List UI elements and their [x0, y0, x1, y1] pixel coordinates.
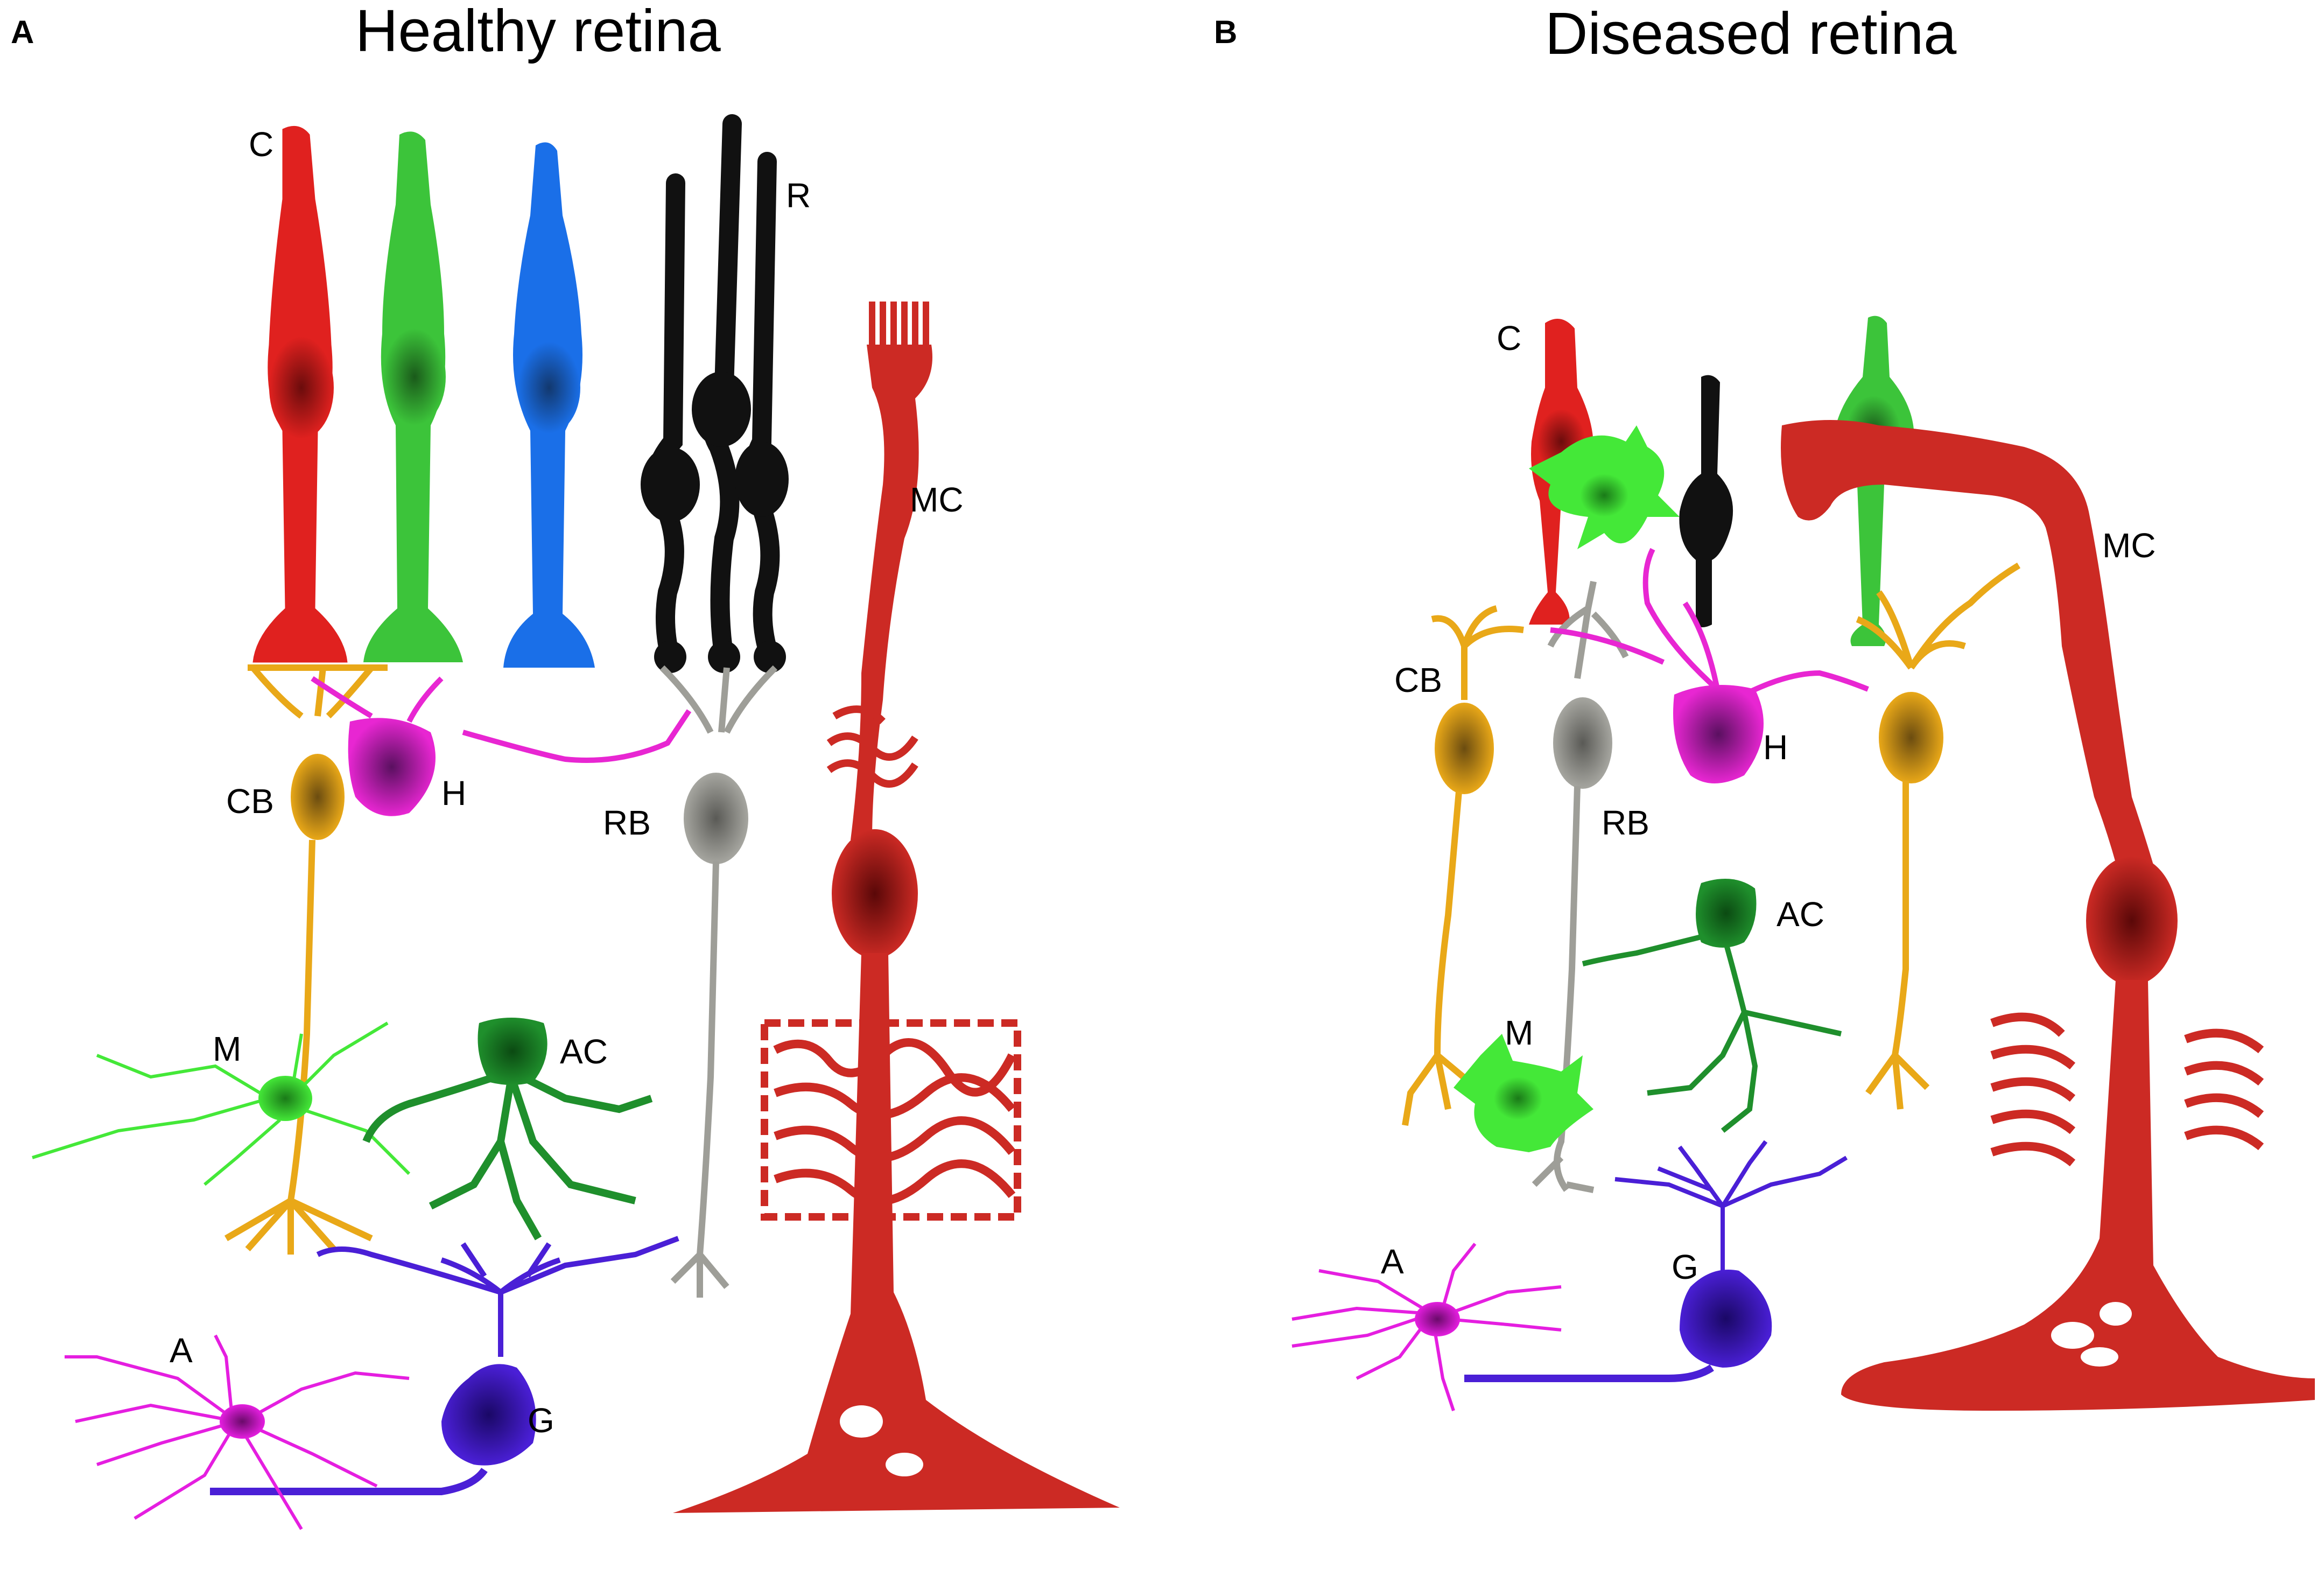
- activated-microglia-cell: [1529, 425, 1680, 549]
- cone-bipolar-cell-left: [1402, 605, 1524, 1126]
- rod-bipolar-cell: [1532, 580, 1629, 1193]
- microglia-cell-lower: [1454, 1034, 1593, 1152]
- label-b-c: C: [1497, 319, 1521, 358]
- label-a-mc: MC: [910, 480, 964, 519]
- rod-cells: [641, 114, 789, 673]
- ganglion-cell: [210, 1236, 679, 1495]
- label-a-c: C: [249, 125, 273, 164]
- rod-bipolar-cell: [659, 665, 778, 1298]
- label-b-h: H: [1763, 728, 1788, 767]
- panel-b: B Diseased retina: [1214, 1, 2315, 1411]
- label-b-rb: RB: [1602, 803, 1649, 842]
- cone-bipolar-cell-right: [1856, 562, 2021, 1110]
- degenerated-rod-cell: [1679, 375, 1733, 627]
- red-cone-cell: [252, 125, 348, 663]
- label-a-h: H: [441, 774, 466, 812]
- label-a-g: G: [528, 1401, 554, 1440]
- panel-b-title: Diseased retina: [1545, 1, 1957, 67]
- horizontal-cell: [1550, 548, 1869, 783]
- label-b-ac: AC: [1777, 895, 1824, 934]
- label-b-mc: MC: [2102, 526, 2156, 565]
- panel-a-title: Healthy retina: [355, 0, 721, 64]
- label-b-cb: CB: [1394, 661, 1442, 699]
- label-a-cb: CB: [226, 782, 274, 821]
- label-b-a: A: [1381, 1242, 1404, 1281]
- panel-a: A Healthy retina: [11, 0, 1120, 1530]
- blue-cone-cell: [503, 142, 595, 668]
- label-b-g: G: [1672, 1248, 1698, 1286]
- label-a-a: A: [170, 1331, 193, 1370]
- astrocyte-cell: [1291, 1243, 1562, 1411]
- label-a-r: R: [786, 176, 811, 215]
- panel-b-letter: B: [1214, 14, 1237, 50]
- label-a-m: M: [213, 1029, 241, 1068]
- panel-a-letter: A: [11, 14, 34, 50]
- label-a-ac: AC: [560, 1032, 608, 1071]
- label-a-rb: RB: [603, 803, 651, 842]
- microglia-cell: [32, 1021, 411, 1186]
- green-cone-cell: [363, 131, 463, 662]
- amacrine-cell: [362, 1018, 653, 1241]
- astrocyte-cell: [65, 1334, 410, 1530]
- ganglion-cell: [1464, 1140, 1848, 1382]
- cone-bipolar-cell: [224, 664, 388, 1255]
- reactive-muller-cell: [1781, 420, 2315, 1411]
- amacrine-cell: [1582, 879, 1842, 1133]
- label-b-m: M: [1505, 1013, 1533, 1052]
- horizontal-cell: [311, 676, 692, 816]
- muller-cell: [673, 302, 1120, 1513]
